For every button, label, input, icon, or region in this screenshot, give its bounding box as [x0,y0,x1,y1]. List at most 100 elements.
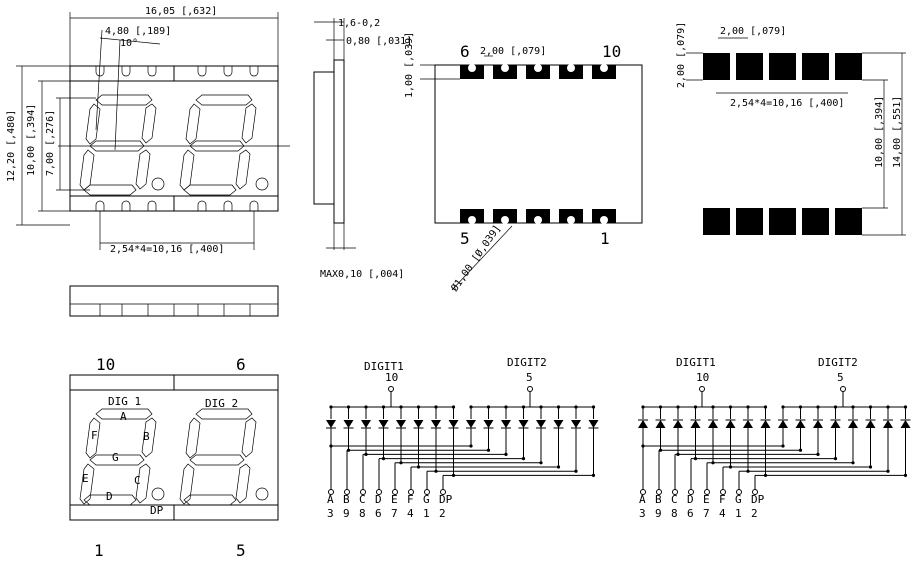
land-outer-dim: 14,00 [,551] [892,96,903,168]
segment-label: B [343,493,350,506]
led-diode [518,420,529,428]
led-diode [778,420,788,428]
led-diode [813,420,823,428]
segment-pin-terminal [656,489,662,495]
segment-pin-terminal [328,489,334,495]
seg-e-label: E [82,472,89,485]
pin-number: 4 [719,507,726,520]
digit1-pin: 10 [385,371,398,384]
pin-number: 9 [343,507,350,520]
segment-label: D [375,493,382,506]
front-pin-10: 10 [96,355,115,374]
segment-label: B [655,493,662,506]
led-diode [865,420,876,428]
pin-number: 3 [639,507,646,520]
pitch-dim: 2,54*4=10,16 [,400] [110,244,224,255]
segment-pin-terminal [688,489,694,495]
pin-number: 8 [671,507,678,520]
segment-pin-terminal [752,489,758,495]
pad-height-dim: 1,00 [,039] [404,32,415,98]
top-view: 16,05 [,632] 4,80 [,189] 10° [6,6,290,255]
led-diode [848,420,858,428]
side-view: 1,6-0,2 0,80 [,031] MAX0,10 [,004] [313,18,412,280]
pin-number: 8 [359,507,366,520]
pin-number: 9 [655,507,662,520]
seg-f-label: F [91,429,98,442]
digit2-label-2: DIGIT2 [818,356,858,369]
segment-label: E [391,493,398,506]
segment-label: G [423,493,430,506]
digit1-pin-2: 10 [696,371,709,384]
led-diode [900,420,911,428]
land-pitch-dim: 2,54*4=10,16 [,400] [730,98,844,109]
pin-number: 1 [735,507,742,520]
led-diode [690,420,701,428]
led-diode [743,420,753,428]
pin-label-10: 10 [602,42,621,61]
front-pin-6: 6 [236,355,246,374]
segment-pin-terminal [424,489,430,495]
seg-a-label: A [120,410,127,423]
bottom-view: 6 10 5 1 2,00 [,079] 1,00 [,039] Ø1,00 [… [404,32,643,294]
led-diode [708,420,718,428]
digit1-label-2: DIGIT1 [676,356,716,369]
segment-pin-terminal [392,489,398,495]
pin-number: 2 [439,507,446,520]
seg-g-label: G [112,451,119,464]
segment-pin-terminal [408,489,414,495]
land-pad-height-dim: 2,00 [,079] [676,22,687,88]
seg-c-label: C [134,474,141,487]
dp-label: DP [150,504,164,517]
digit2-pin-2: 5 [837,371,844,384]
led-diode [725,420,736,428]
segment-label: F [407,493,414,506]
digit-width-dim: 4,80 [,189] [105,26,171,37]
segment-pin-terminal [344,489,350,495]
land-inner-dim: 10,00 [,394] [874,96,885,168]
led-diode [673,420,683,428]
digit2-pin-terminal [840,386,846,392]
pin-label-5: 5 [460,229,470,248]
led-diode [830,420,841,428]
led-diode [431,420,441,428]
height-digit-dim: 7,00 [,276] [45,110,56,176]
segment-pin-terminal [704,489,710,495]
segment-pin-terminal [376,489,382,495]
segment-label: C [671,493,678,506]
thickness-dim: 1,6-0,2 [338,18,380,29]
seg-d-label: D [106,490,113,503]
segment-label: DP [439,493,453,506]
led-diode [413,420,424,428]
dig2-label: DIG 2 [205,397,238,410]
angle-dim: 10° [120,38,138,49]
front-view: 10 6 1 5 DIG 1 DIG 2 A B C D E F [69,355,279,560]
led-diode [483,420,494,428]
digit2-pin: 5 [526,371,533,384]
pin-number: 3 [327,507,334,520]
segment-label: G [735,493,742,506]
digit2-label: DIGIT2 [507,356,547,369]
pad-pitch-dim: 2,00 [,079] [480,46,546,57]
led-diode [466,420,476,428]
front-pin-1: 1 [94,541,104,560]
pin-number: 2 [751,507,758,520]
pin-number: 7 [703,507,710,520]
overall-width-dim: 16,05 [,632] [145,6,217,17]
led-diode [501,420,511,428]
pin-number: 7 [391,507,398,520]
pin-number: 6 [375,507,382,520]
led-diode [553,420,564,428]
land-pad-width-dim: 2,00 [,079] [720,26,786,37]
led-diode [655,420,666,428]
digit1-label: DIGIT1 [364,360,404,373]
led-diode [343,420,354,428]
digit1-pin-terminal [699,386,705,392]
dig1-label: DIG 1 [108,395,141,408]
led-diode [760,420,771,428]
segment-pin-terminal [720,489,726,495]
segment-pin-terminal [360,489,366,495]
pin-label-6: 6 [460,42,470,61]
